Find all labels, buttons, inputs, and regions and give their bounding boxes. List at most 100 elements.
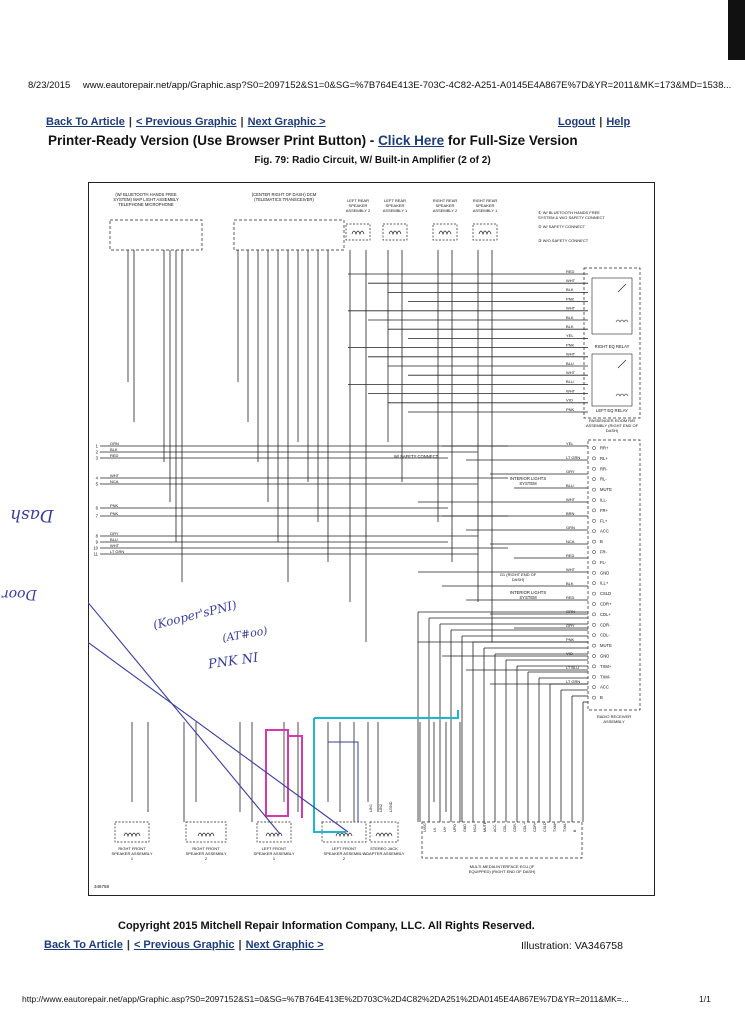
mmi-pin-label: UISG: [423, 823, 427, 832]
left-front-speaker-1-label: LEFT FRONT: [262, 846, 287, 851]
next-graphic-link[interactable]: Next Graphic >: [247, 116, 326, 128]
radio-pin-label: ACC: [600, 685, 609, 690]
wire-layer: [100, 250, 588, 822]
previous-graphic-link-bottom[interactable]: < Previous Graphic: [133, 939, 235, 951]
wire-color-label: WHT: [566, 278, 576, 283]
rear-speaker-connector: [345, 223, 371, 241]
mmi-pin-label: GND: [463, 824, 467, 832]
bottom-nav: Back To Article|< Previous Graphic|Next …: [44, 939, 324, 951]
full-size-link[interactable]: Click Here: [378, 133, 445, 148]
telephone-microphone-label: TELEPHONE MICROPHONE: [118, 202, 174, 207]
wire-color-label: YEL: [566, 333, 574, 338]
right-eq-relay-label: RIGHT EQ RELAY: [595, 344, 630, 349]
wire-color-label: RED: [566, 595, 575, 600]
radio-pin-label: TXM+: [600, 664, 612, 669]
back-to-article-link[interactable]: Back To Article: [46, 116, 125, 128]
radio-receiver-label: ASSEMBLY: [603, 719, 625, 724]
nav-separator: |: [240, 116, 244, 128]
legend-entry: SYSTEM & W/O SAFETY CONNECT: [538, 215, 605, 220]
previous-graphic-link[interactable]: < Previous Graphic: [135, 116, 237, 128]
pin-terminal: [592, 654, 596, 658]
wire-color-label: GRN: [110, 441, 119, 446]
wire-color-label: GRN: [566, 525, 575, 530]
dcm-label: (TELEMATICS TRANSCEIVER): [254, 197, 314, 202]
wire-color-label: WHT: [566, 306, 576, 311]
mmi-pin-label: CSLD: [543, 822, 547, 832]
mmi-pin-label: B: [573, 829, 577, 832]
radio-pin-label: B: [600, 695, 603, 700]
next-graphic-link-bottom[interactable]: Next Graphic >: [245, 939, 324, 951]
passenger-room-jb-label: PASSENGER ROOM R/B: [589, 418, 635, 423]
mmi-pin-label: NCA: [473, 824, 477, 832]
wire-color-label: PNK: [566, 296, 575, 301]
help-link[interactable]: Help: [606, 116, 631, 128]
mmi-pin-label: UI-: [433, 826, 437, 832]
wire-color-label: BLK: [566, 581, 574, 586]
wire-color-label: GRN: [566, 609, 575, 614]
passenger-room-jb-box: [583, 267, 641, 419]
pin-terminal: [592, 446, 596, 450]
right-front-speaker-2-label: SPEAKER ASSEMBLY: [185, 851, 226, 856]
right-front-speaker-2-label: 2: [205, 856, 208, 861]
pin-number: 6: [96, 506, 99, 511]
nav-separator: |: [126, 939, 130, 951]
mmi-pin-label: ACC: [493, 824, 497, 832]
rear-speaker-connector: [472, 223, 498, 241]
back-to-article-link-bottom[interactable]: Back To Article: [44, 939, 123, 951]
relay-contact-icon: [617, 283, 627, 369]
passenger-room-jb-label: ASSEMBLY (RIGHT END OF: [586, 423, 639, 428]
wire-color-label: BLU: [566, 361, 574, 366]
left-rear-speaker-2-label: SPEAKER: [349, 203, 368, 208]
logout-link[interactable]: Logout: [558, 116, 596, 128]
speaker-coil-icon: [335, 832, 353, 838]
left-front-speaker-2-label: SPEAKER ASSEMBLY: [323, 851, 364, 856]
wire-color-label: LT GRN: [110, 549, 124, 554]
mmi-pin-label: MUTE: [483, 821, 487, 832]
mmi-pin-label: TXM-: [563, 822, 567, 832]
pin-terminal: [592, 685, 596, 690]
mmi-pin-label: UI+: [443, 826, 447, 832]
right-rear-speaker-1-label: SPEAKER: [476, 203, 495, 208]
interior-lights-label: INTERIOR LIGHTS: [510, 590, 547, 595]
pin-terminal: [592, 602, 596, 606]
wire-color-label: RED: [110, 453, 119, 458]
wire-color-label: NCA: [110, 479, 119, 484]
wire-color-label: VIO: [566, 398, 573, 403]
pin-terminal: [592, 664, 596, 669]
radio-pin-label: FR-: [600, 550, 608, 555]
mmi-pin-label: CDL-: [503, 823, 507, 832]
interior-lights-label: SYSTEM: [519, 481, 537, 486]
pink-highlight-trace: [265, 729, 289, 817]
pin-terminal: [592, 456, 596, 461]
right-front-speaker-1-connector: [114, 821, 150, 843]
copyright-notice: Copyright 2015 Mitchell Repair Informati…: [118, 920, 535, 932]
headline-prefix: Printer-Ready Version (Use Browser Print…: [48, 133, 379, 148]
wire-color-label: BRN: [566, 511, 575, 516]
wire-color-label: GRY: [566, 469, 575, 474]
ink-annotations: [88, 601, 459, 835]
speaker-coil-icon: [438, 230, 452, 236]
pin-terminal: [592, 529, 596, 534]
left-rear-speaker-1-label: LEFT REAR: [384, 198, 406, 203]
footer-page-count: 1/1: [699, 994, 711, 1004]
pin-terminal: [592, 633, 596, 638]
rear-speaker-connector: [432, 223, 458, 241]
radio-pin-label: RR-: [600, 466, 608, 471]
pin-terminal: [592, 612, 596, 617]
interior-lights-label: INTERIOR LIGHTS: [510, 476, 547, 481]
left-front-speaker-1-connector: [256, 821, 292, 843]
pin-terminal: [592, 466, 596, 471]
mmi-ecu-label: MULTI-MEDIA INTERFACE ECU (IF: [470, 864, 535, 869]
radio-pin-label: CDR-: [600, 622, 611, 627]
wire-color-label: PNK: [566, 637, 575, 642]
mmi-pin-label: CDL+: [523, 823, 527, 832]
pin-terminal: [592, 550, 596, 554]
pin-terminal: [592, 622, 596, 627]
radio-pin-label: GND: [600, 654, 609, 659]
radio-pin-label: TXM-: [600, 674, 611, 679]
radio-pin-label: ILL-: [600, 498, 608, 503]
nav-separator: |: [599, 116, 603, 128]
left-rear-speaker-1-label: ASSEMBLY 1: [383, 208, 408, 213]
left-rear-speaker-2-label: ASSEMBLY 2: [346, 208, 371, 213]
wire-color-label: LT BLU: [566, 665, 579, 670]
